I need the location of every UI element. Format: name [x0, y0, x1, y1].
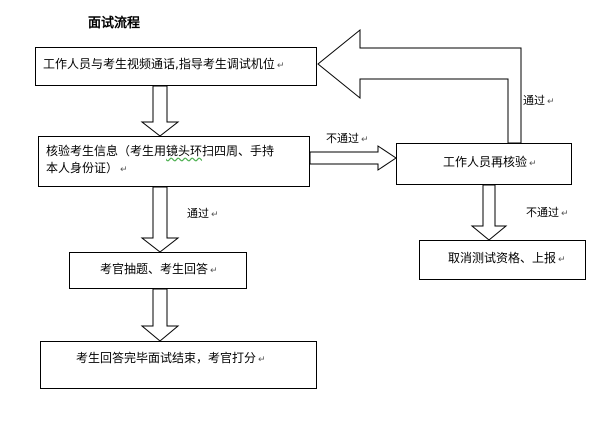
node-step2-line1-post: 扫四周、手持: [202, 144, 275, 158]
node-recheck-text: 工作人员再核验: [443, 155, 528, 169]
edge-label-fail-1-text: 不通过: [326, 132, 359, 145]
node-step4-finish-score: 考生回答完毕面试结束，考官打分↵: [40, 341, 317, 389]
node-step2-line1-pre: 核验考生信息（考生用: [46, 144, 167, 158]
edge-label-fail-recheck: 不通过↵: [526, 204, 569, 220]
node-cancel-text: 取消测试资格、上报: [448, 251, 557, 265]
diagram-title: 面试流程: [88, 16, 141, 31]
arrow-recheck-to-step1: [317, 28, 522, 144]
paragraph-mark: ↵: [211, 210, 219, 220]
edge-label-fail-recheck-text: 不通过: [526, 206, 559, 219]
node-step2-line2: 本人身份证）↵: [46, 160, 309, 179]
arrow-step3-to-step4: [140, 288, 180, 342]
node-step4-text: 考生回答完毕面试结束，考官打分: [76, 351, 257, 365]
paragraph-mark: ↵: [258, 355, 266, 365]
node-step1-video-call: 工作人员与考生视频通话,指导考生调试机位↵: [35, 47, 317, 86]
node-step2-line2-text: 本人身份证）: [46, 161, 119, 175]
paragraph-mark: ↵: [361, 135, 369, 145]
arrow-step1-to-step2: [140, 85, 180, 137]
paragraph-mark: ↵: [558, 255, 566, 265]
arrow-step2-to-recheck: [309, 145, 397, 171]
edge-label-pass-1-text: 通过: [187, 207, 209, 220]
node-cancel-qualification: 取消测试资格、上报↵: [419, 240, 586, 280]
paragraph-mark: ↵: [210, 266, 218, 276]
paragraph-mark: ↵: [276, 61, 285, 71]
node-step2-line1-wavy: 镜头环: [166, 144, 203, 158]
paragraph-mark: ↵: [561, 209, 569, 219]
node-recheck: 工作人员再核验↵: [396, 143, 572, 185]
node-step3-text: 考官抽题、考生回答: [100, 262, 209, 276]
node-step1-text: 工作人员与考生视频通话,指导考生调试机位: [43, 57, 275, 71]
paragraph-mark: ↵: [547, 97, 555, 107]
edge-label-pass-recheck-text: 通过: [523, 94, 545, 107]
node-step2-verify-info: 核验考生信息（考生用镜头环扫四周、手持 本人身份证）↵: [38, 136, 310, 187]
node-step2-line1: 核验考生信息（考生用镜头环扫四周、手持: [46, 143, 309, 160]
arrow-step2-to-step3: [140, 186, 180, 253]
node-step3-draw-question: 考官抽题、考生回答↵: [69, 252, 247, 289]
edge-label-pass-1: 通过↵: [187, 205, 219, 221]
paragraph-mark: ↵: [529, 159, 537, 169]
edge-label-pass-recheck: 通过↵: [523, 92, 555, 108]
paragraph-mark: ↵: [120, 165, 128, 175]
edge-label-fail-1: 不通过↵: [326, 130, 369, 146]
arrow-recheck-to-cancel: [470, 184, 508, 241]
